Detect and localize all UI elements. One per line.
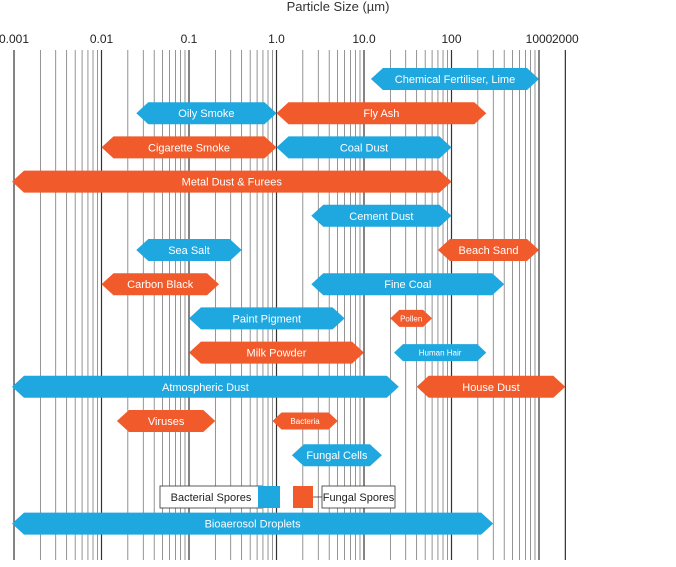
bar-label: Beach Sand [459, 245, 519, 257]
bar-cement-dust: Cement Dust [311, 204, 452, 227]
bar-milk-powder: Milk Powder [189, 341, 364, 364]
bar-cigarette-smoke: Cigarette Smoke [101, 136, 277, 159]
bar-shape [276, 136, 452, 159]
bar-label: Milk Powder [247, 348, 307, 360]
bar-label: Human Hair [419, 349, 462, 358]
bar-label: Paint Pigment [233, 313, 301, 325]
bar-label: House Dust [462, 382, 519, 394]
tick-label: 100 [441, 32, 461, 46]
bar-label: Metal Dust & Furees [182, 177, 283, 189]
bar-shape [189, 307, 345, 330]
bar-shape [12, 375, 399, 398]
bar-fly-ash: Fly Ash [276, 102, 487, 125]
tick-label: 0.1 [181, 32, 198, 46]
bar-human-hair: Human Hair [394, 344, 487, 362]
tick-label: 1.0 [268, 32, 285, 46]
bar-metal-dust-furees: Metal Dust & Furees [12, 170, 452, 193]
bar-shape [416, 375, 566, 398]
bar-shape [12, 512, 494, 535]
bar-bacteria: Bacteria [272, 412, 338, 430]
bar-shape [437, 239, 539, 261]
bar-label: Pollen [400, 314, 422, 323]
bar-label: Bioaerosol Droplets [205, 519, 301, 531]
bar-label: Chemical Fertiliser, Lime [395, 74, 515, 86]
bar-shape [370, 68, 539, 90]
bar-bioaerosol-droplets: Bioaerosol Droplets [12, 512, 494, 535]
bar-shape [101, 136, 277, 159]
bar-shape [276, 102, 487, 125]
legend-swatch-blue [258, 486, 280, 508]
bar-label: Fly Ash [363, 108, 399, 120]
legend-swatch-orange [293, 486, 313, 508]
bar-shape [12, 170, 452, 193]
bar-paint-pigment: Paint Pigment [189, 307, 345, 330]
bar-label: Bacteria [290, 417, 320, 426]
tick-label: 0.01 [90, 32, 114, 46]
bar-label: Cigarette Smoke [148, 142, 230, 154]
bar-coal-dust: Coal Dust [276, 136, 452, 159]
bar-label: Sea Salt [168, 245, 210, 257]
tick-label: 1000 [526, 32, 553, 46]
grid [13, 50, 566, 560]
bar-label: Carbon Black [127, 279, 194, 291]
bar-shape [101, 273, 219, 296]
bar-shape [311, 273, 505, 296]
legend-label: Bacterial Spores [171, 492, 252, 504]
bar-house-dust: House Dust [416, 375, 566, 398]
bar-label: Atmospheric Dust [162, 382, 249, 394]
bar-shape [136, 239, 242, 261]
bar-sea-salt: Sea Salt [136, 239, 242, 261]
tick-label: 2000 [552, 32, 579, 46]
bar-label: Viruses [148, 416, 185, 428]
bar-beach-sand: Beach Sand [437, 239, 539, 261]
bar-shape [116, 410, 216, 432]
bar-shape [390, 309, 433, 327]
tick-label: 10.0 [352, 32, 376, 46]
bar-label: Fine Coal [384, 279, 431, 291]
tick-label: 0.001 [0, 32, 29, 46]
bar-shape [189, 341, 364, 364]
bar-shape [311, 204, 452, 227]
bar-label: Cement Dust [349, 211, 413, 223]
bar-oily-smoke: Oily Smoke [136, 102, 277, 125]
bar-fungal-cells: Fungal Cells [291, 444, 382, 467]
bar-chemical-fertiliser-lime: Chemical Fertiliser, Lime [370, 68, 539, 90]
bar-pollen: Pollen [390, 309, 433, 327]
bar-shape [394, 344, 487, 362]
bar-viruses: Viruses [116, 410, 216, 432]
bar-fine-coal: Fine Coal [311, 273, 505, 296]
bar-atmospheric-dust: Atmospheric Dust [12, 375, 399, 398]
bar-label: Oily Smoke [178, 108, 234, 120]
bar-label: Coal Dust [340, 142, 388, 154]
legend-box-fungal [321, 485, 396, 509]
bar-shape [291, 444, 382, 467]
bar-label: Fungal Cells [306, 450, 368, 462]
bar-shape [136, 102, 277, 125]
bar-shape [272, 412, 338, 430]
bar-carbon-black: Carbon Black [101, 273, 219, 296]
chart-title: Particle Size (µm) [287, 0, 390, 14]
legend: Bacterial Spores Fungal Spores [159, 485, 396, 509]
legend-label: Fungal Spores [323, 492, 395, 504]
